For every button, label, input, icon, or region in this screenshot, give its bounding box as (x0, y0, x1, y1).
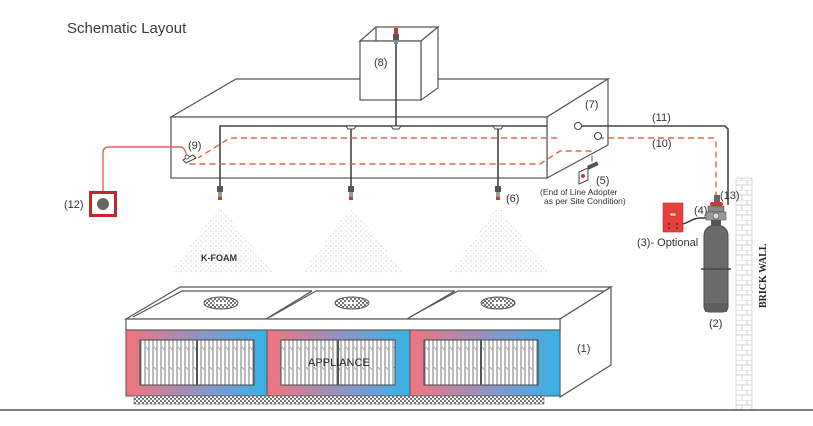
appliance-cabinet (123, 285, 614, 405)
foam-spray-3 (449, 206, 551, 273)
diagram-title: Schematic Layout (67, 20, 187, 37)
pipe-port-icon (574, 122, 582, 130)
label-end-of-line: (5) (596, 175, 609, 187)
pull-button-icon[interactable] (97, 198, 109, 210)
label-duct: (8) (374, 57, 387, 69)
burner-1 (203, 296, 239, 310)
label-agent: K-FOAM (201, 253, 237, 263)
discharge-pipe (219, 44, 729, 205)
actuator (710, 195, 723, 206)
label-valve: (4) (694, 205, 707, 217)
brick-wall (735, 177, 753, 411)
label-cylinder: (2) (709, 318, 722, 330)
label-manual-pull: (12) (64, 199, 84, 211)
control-panel[interactable] (662, 202, 684, 233)
label-discharge-pipe: (11) (652, 112, 671, 124)
end-of-line-adapter (578, 161, 599, 185)
nozzle-1 (217, 186, 223, 200)
cylinder-valve (705, 205, 727, 225)
label-control-panel: (3)- Optional (637, 237, 698, 249)
manual-cable (102, 146, 188, 192)
panel-cable (682, 217, 708, 225)
end-of-line-note-2: as per Site Condition) (544, 196, 626, 206)
burner-2 (334, 296, 370, 310)
label-wall: BRICK WALL (758, 243, 769, 308)
exhaust-duct (358, 25, 440, 102)
agent-cylinder (701, 224, 731, 313)
burner-3 (480, 296, 516, 310)
manual-pull-station[interactable] (89, 191, 117, 217)
end-of-line-note-1: (End of Line Adopter (540, 187, 618, 197)
nozzle-2 (348, 186, 354, 200)
label-detector: (9) (188, 140, 201, 152)
detection-port-icon (594, 132, 602, 140)
label-appliance: APPLIANCE (308, 357, 370, 369)
label-hood: (7) (585, 99, 598, 111)
foam-spray-2 (302, 206, 404, 273)
label-detection-line: (10) (652, 138, 672, 150)
foam-spray-1 (170, 206, 273, 273)
label-actuator: (13) (720, 190, 740, 202)
detector-pulley (182, 154, 197, 164)
label-appliance-cabinet: (1) (577, 343, 590, 355)
nozzle-3 (495, 186, 501, 200)
label-nozzle: (6) (506, 193, 519, 205)
duct-nozzle (393, 28, 399, 44)
